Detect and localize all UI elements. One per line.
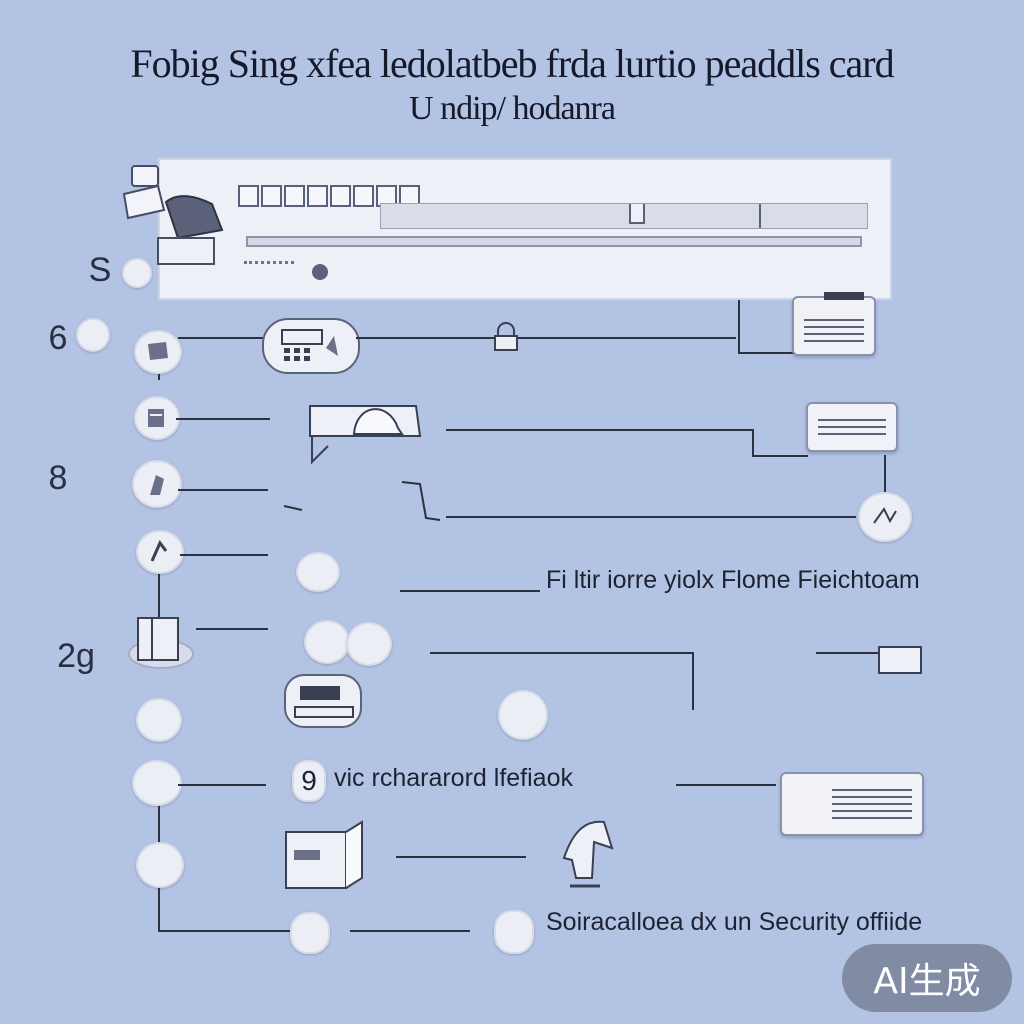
connector-line bbox=[752, 429, 754, 455]
panel-tab bbox=[353, 185, 374, 207]
diagram-title: Fobig Sing xfea ledolatbeb frda lurtio p… bbox=[130, 41, 894, 86]
row-label: Soiracalloea dx un Security offiide bbox=[546, 908, 923, 936]
node-icon bbox=[304, 620, 350, 664]
panel-dotted-rule bbox=[244, 257, 294, 264]
node-icon bbox=[346, 622, 392, 666]
horse-icon bbox=[554, 818, 620, 892]
ai-generated-badge: AI生成 bbox=[842, 944, 1012, 1012]
toolbar-divider bbox=[759, 204, 761, 228]
node-icon bbox=[296, 552, 340, 592]
connector-line bbox=[176, 418, 270, 420]
row-label: vic rchararord lfefiaok bbox=[334, 764, 573, 792]
panel-toolbar bbox=[380, 203, 868, 229]
panel-tab-strip bbox=[238, 185, 420, 207]
side-number: 6 bbox=[48, 318, 68, 357]
server-icon bbox=[134, 396, 180, 440]
document-icon bbox=[126, 616, 196, 670]
router-icon bbox=[806, 402, 898, 452]
key-icon bbox=[136, 530, 184, 574]
panel-tab bbox=[307, 185, 328, 207]
folder-icon bbox=[118, 158, 230, 266]
connector-line bbox=[884, 455, 886, 495]
connector-line bbox=[692, 652, 694, 710]
node-icon bbox=[122, 258, 152, 288]
node-icon bbox=[136, 842, 184, 888]
connector-line bbox=[158, 560, 160, 660]
side-number: 8 bbox=[48, 458, 68, 497]
connector-line bbox=[356, 337, 736, 339]
connector-line bbox=[158, 930, 308, 932]
node-icon bbox=[132, 760, 182, 806]
panel-tab bbox=[284, 185, 305, 207]
connector-line bbox=[396, 856, 526, 858]
side-number: S bbox=[88, 250, 112, 289]
connector-line bbox=[400, 590, 540, 592]
toolbar-marker bbox=[629, 204, 645, 224]
connector-line bbox=[446, 516, 856, 518]
node-icon bbox=[498, 690, 548, 740]
node-icon bbox=[494, 910, 534, 954]
side-number: 2g bbox=[57, 636, 95, 675]
node-icon bbox=[290, 912, 330, 954]
printer-icon bbox=[792, 292, 876, 356]
node-icon bbox=[136, 698, 182, 742]
panel-tab bbox=[238, 185, 259, 207]
top-panel bbox=[158, 158, 892, 300]
row-number: 9 bbox=[301, 765, 317, 796]
row-label: Fi ltir iorre yiolx Flome Fieichtoam bbox=[546, 566, 920, 594]
laptop-icon bbox=[284, 674, 362, 728]
document-icon bbox=[282, 820, 366, 890]
monitor-icon bbox=[306, 394, 424, 465]
connector-line bbox=[178, 337, 268, 339]
connector-line bbox=[738, 300, 740, 352]
connector-line bbox=[752, 455, 808, 457]
lock-icon bbox=[492, 322, 520, 352]
connector-line bbox=[180, 554, 268, 556]
panel-progress-track bbox=[246, 236, 862, 247]
connector-line bbox=[280, 480, 660, 530]
row-number-badge: 9 bbox=[292, 760, 326, 802]
panel-tab bbox=[261, 185, 282, 207]
keypad-icon bbox=[262, 318, 360, 374]
connector-line bbox=[178, 489, 268, 491]
connector-line bbox=[738, 352, 794, 354]
connector-line bbox=[430, 652, 692, 654]
printer-icon bbox=[780, 772, 924, 836]
laptop-icon bbox=[134, 330, 182, 374]
panel-tab bbox=[330, 185, 351, 207]
connector-line bbox=[350, 930, 470, 932]
panel-dot-icon bbox=[312, 264, 328, 280]
connector-line bbox=[676, 784, 776, 786]
connector-line bbox=[196, 628, 268, 630]
diagram-subtitle: U ndip/ hodanra bbox=[409, 90, 616, 127]
person-icon bbox=[132, 460, 182, 508]
connector-line bbox=[446, 429, 752, 431]
socket-icon bbox=[878, 646, 922, 674]
node-icon bbox=[76, 318, 110, 352]
connector-line bbox=[816, 652, 878, 654]
shield-icon bbox=[858, 492, 912, 542]
connector-line bbox=[178, 784, 266, 786]
